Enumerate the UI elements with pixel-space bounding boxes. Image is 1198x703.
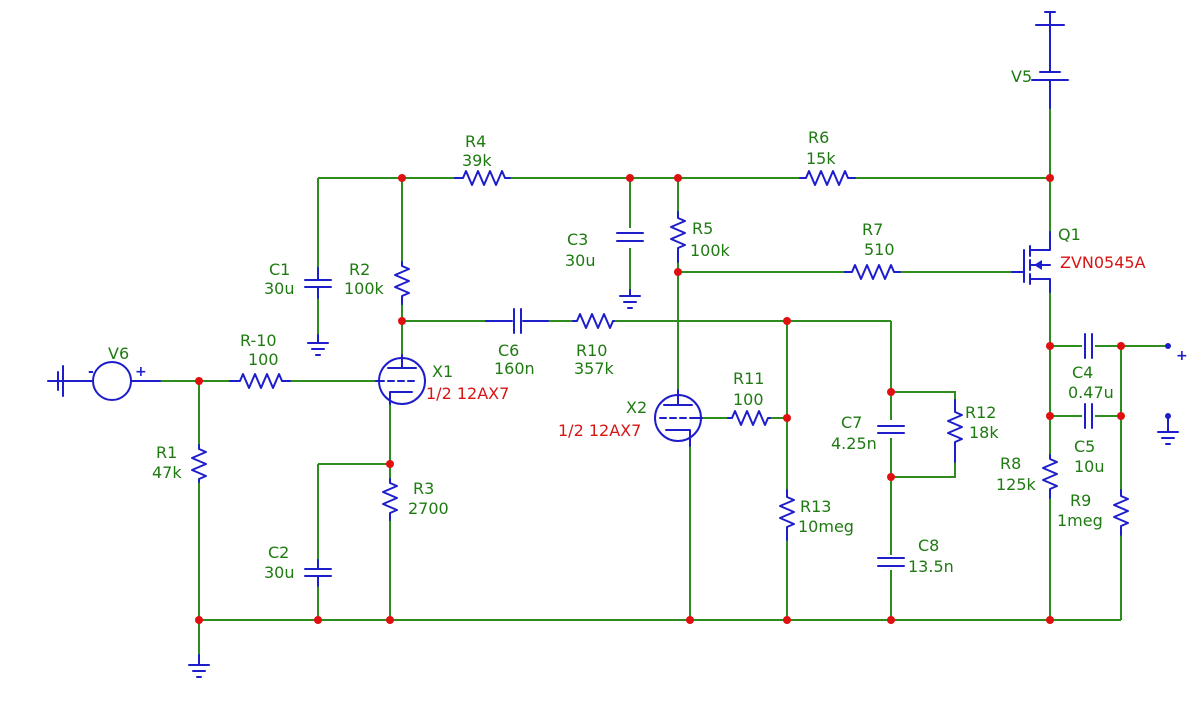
r-10-value: 100 — [248, 350, 279, 369]
r6-label: R6 — [808, 128, 829, 147]
r2-value: 100k — [344, 279, 385, 298]
r2-resistor — [394, 261, 410, 305]
c1-capacitor — [304, 267, 332, 299]
x2-label: X2 — [626, 398, 647, 417]
c8-value: 13.5n — [908, 557, 954, 576]
r-10-resistor — [229, 373, 291, 389]
r7-value: 510 — [864, 240, 895, 259]
x1-part: 1/2 12AX7 — [426, 384, 509, 403]
ground-symbol-main — [188, 654, 210, 678]
r5-value: 100k — [690, 241, 731, 260]
c1-value: 30u — [264, 279, 295, 298]
r11-resistor — [727, 410, 771, 426]
v6-source — [47, 361, 161, 401]
c7-label: C7 — [841, 413, 862, 432]
r7-label: R7 — [862, 220, 883, 239]
x1-triode — [375, 354, 426, 405]
r5-label: R5 — [692, 219, 713, 238]
r12-label: R12 — [965, 403, 996, 422]
junction-dots — [195, 174, 1125, 624]
c5-capacitor — [1084, 403, 1093, 429]
v6-label: V6 — [108, 344, 129, 363]
v5-source — [1031, 11, 1069, 109]
r6-value: 15k — [806, 149, 836, 168]
r11-value: 100 — [733, 390, 764, 409]
r10-resistor — [572, 313, 615, 329]
c6-value: 160n — [494, 359, 535, 378]
ground-symbol-c1 — [307, 334, 329, 356]
v6-plus-sign: + — [135, 364, 147, 380]
r13-value: 10meg — [798, 517, 854, 536]
x2-triode — [654, 389, 703, 447]
c5-label: C5 — [1074, 437, 1095, 456]
r8-label: R8 — [1000, 454, 1021, 473]
r10-label: R10 — [576, 341, 607, 360]
r7-resistor — [844, 264, 901, 280]
r12-resistor — [947, 399, 963, 463]
r4-value: 39k — [462, 151, 492, 170]
c3-label: C3 — [567, 230, 588, 249]
r1-label: R1 — [156, 443, 177, 462]
ground-symbol-output — [1157, 413, 1179, 445]
output-terminal — [1165, 343, 1171, 349]
r3-resistor — [382, 478, 398, 521]
r4-label: R4 — [465, 132, 486, 151]
c7-capacitor — [877, 425, 905, 434]
r6-resistor — [799, 170, 856, 186]
c3-value: 30u — [565, 251, 596, 270]
x2-part: 1/2 12AX7 — [558, 421, 641, 440]
ground-symbol-c3 — [619, 289, 641, 309]
c2-capacitor — [304, 559, 332, 587]
r13-label: R13 — [800, 497, 831, 516]
r4-resistor — [454, 170, 511, 186]
c2-label: C2 — [268, 543, 289, 562]
r3-label: R3 — [413, 479, 434, 498]
labels: V6 - + R-10 100 R1 47k C1 30u R2 100k R4… — [88, 67, 1188, 582]
r1-value: 47k — [152, 463, 182, 482]
r9-resistor — [1113, 489, 1129, 536]
c8-capacitor — [877, 557, 905, 567]
q1-label: Q1 — [1058, 225, 1081, 244]
c6-capacitor — [485, 308, 549, 334]
q1-mosfet — [1011, 231, 1051, 293]
c5-value: 10u — [1074, 457, 1105, 476]
r8-value: 125k — [996, 475, 1037, 494]
v6-minus-sign: - — [88, 364, 94, 380]
r3-value: 2700 — [408, 499, 449, 518]
c1-label: C1 — [269, 260, 290, 279]
r9-value: 1meg — [1057, 511, 1103, 530]
c2-value: 30u — [264, 563, 295, 582]
x1-label: X1 — [432, 362, 453, 381]
r11-label: R11 — [733, 369, 764, 388]
c7-value: 4.25n — [831, 434, 877, 453]
r10-value: 357k — [574, 359, 615, 378]
r8-resistor — [1042, 454, 1058, 499]
c4-label: C4 — [1072, 363, 1093, 382]
r-10-label: R-10 — [240, 331, 277, 350]
c4-capacitor — [1084, 333, 1093, 359]
c3-capacitor — [616, 232, 644, 242]
r9-label: R9 — [1070, 491, 1091, 510]
output-plus-sign: + — [1176, 348, 1188, 364]
q1-part: ZVN0545A — [1060, 253, 1146, 272]
wires — [160, 108, 1168, 655]
r2-label: R2 — [349, 260, 370, 279]
c4-value: 0.47u — [1068, 383, 1114, 402]
r13-resistor — [779, 489, 795, 541]
c8-label: C8 — [918, 536, 939, 555]
r12-value: 18k — [969, 423, 999, 442]
v5-label: V5 — [1011, 67, 1032, 86]
r1-resistor — [191, 444, 207, 483]
r5-resistor — [670, 211, 686, 263]
c6-label: C6 — [498, 341, 519, 360]
